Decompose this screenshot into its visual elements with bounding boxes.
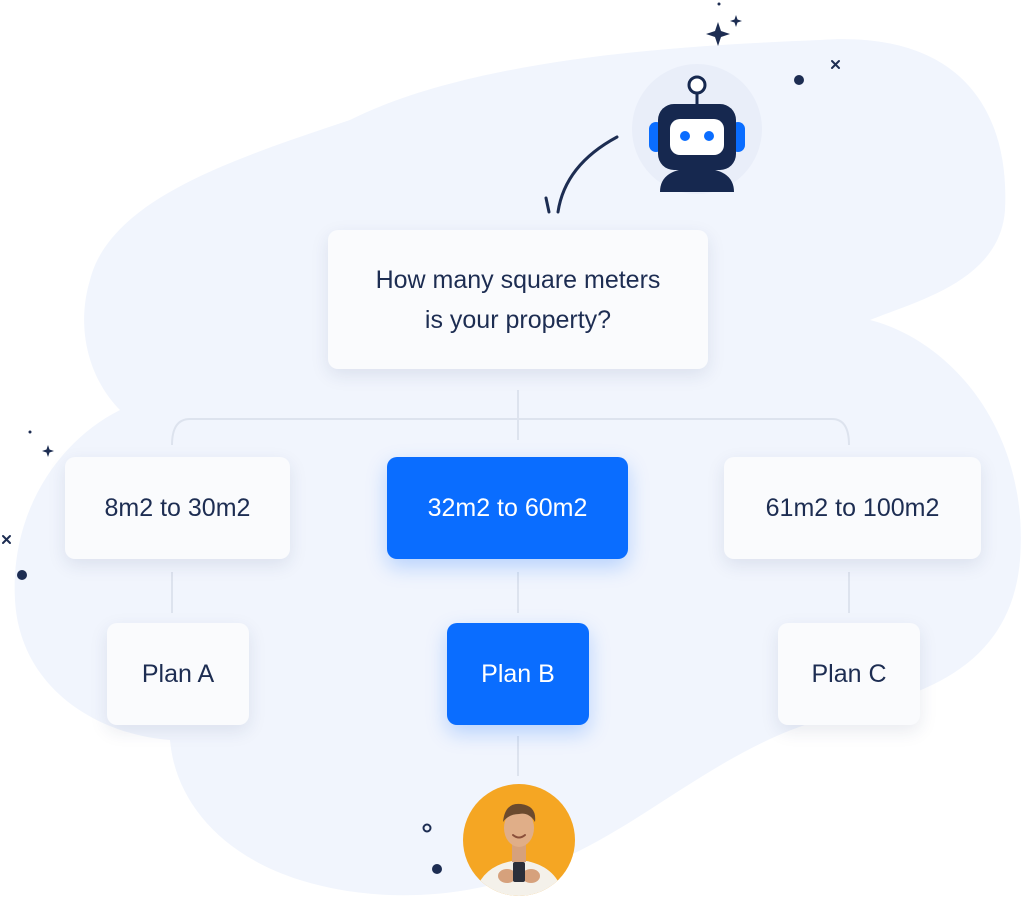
plan-a[interactable]: Plan A bbox=[107, 623, 249, 725]
dot-icon bbox=[794, 75, 804, 85]
plan-label: Plan B bbox=[481, 660, 555, 688]
sparkle-icon bbox=[730, 15, 742, 27]
plan-c[interactable]: Plan C bbox=[778, 623, 920, 725]
plan-label: Plan C bbox=[811, 660, 887, 688]
option-label: 61m2 to 100m2 bbox=[765, 494, 940, 522]
option-label: 32m2 to 60m2 bbox=[427, 494, 588, 522]
robot-avatar-icon bbox=[632, 64, 762, 194]
dot-icon bbox=[432, 864, 442, 874]
question-line-1: How many square meters bbox=[375, 265, 661, 294]
question-line-2: is your property? bbox=[424, 305, 612, 334]
sparkle-icon bbox=[42, 445, 54, 457]
plan-b-selected[interactable]: Plan B bbox=[447, 623, 589, 725]
option-32-60-selected[interactable]: 32m2 to 60m2 bbox=[387, 457, 628, 559]
option-label: 8m2 to 30m2 bbox=[104, 494, 251, 522]
cross-icon bbox=[2, 535, 11, 544]
ring-icon bbox=[422, 823, 432, 833]
user-avatar-photo bbox=[463, 784, 575, 896]
dot-icon bbox=[17, 570, 27, 580]
dot-icon bbox=[717, 2, 721, 6]
plan-label: Plan A bbox=[141, 660, 215, 688]
pointer-tick bbox=[544, 196, 551, 214]
option-61-100[interactable]: 61m2 to 100m2 bbox=[724, 457, 981, 559]
question-card: How many square meters is your property? bbox=[328, 230, 708, 369]
sparkle-icon bbox=[706, 22, 730, 46]
dot-icon bbox=[28, 430, 32, 434]
cross-icon bbox=[831, 60, 840, 69]
option-8-30[interactable]: 8m2 to 30m2 bbox=[65, 457, 290, 559]
curved-pointer bbox=[556, 135, 619, 214]
